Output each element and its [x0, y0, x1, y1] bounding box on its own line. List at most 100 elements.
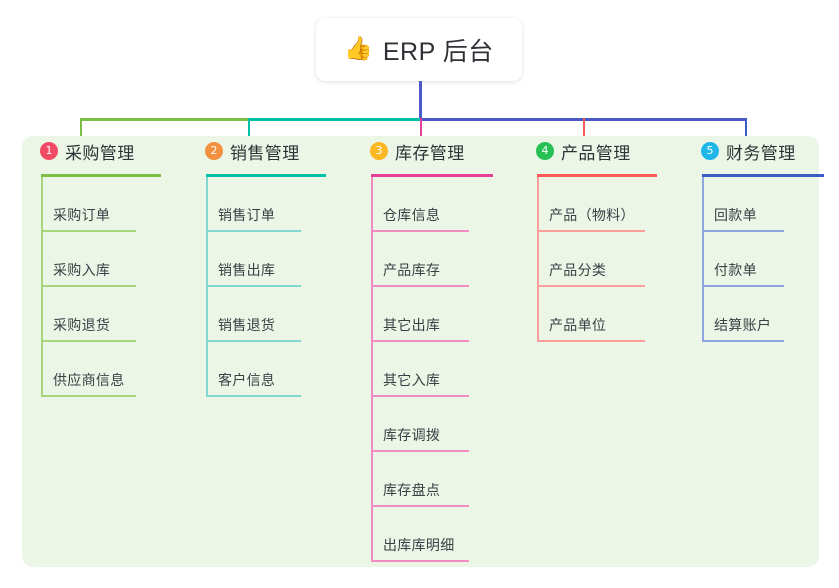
branch-header-1[interactable]: 1 采购管理	[22, 136, 185, 166]
branch-header-4[interactable]: 4 产品管理	[518, 136, 681, 166]
leaf-node[interactable]: 其它出库	[352, 287, 515, 342]
leaf-node[interactable]: 结算账户	[683, 287, 833, 342]
leaf-node-label: 付款单	[714, 262, 757, 278]
branch-header-5[interactable]: 5 财务管理	[683, 136, 833, 166]
leaf-node-label: 库存盘点	[383, 482, 441, 498]
leaf-node-label: 库存调拨	[383, 427, 441, 443]
leaf-node-underline	[371, 450, 469, 452]
branch-underline	[41, 174, 161, 177]
leaf-node-underline	[41, 340, 136, 342]
branch-trunk-line	[41, 177, 43, 397]
branch-title: 采购管理	[65, 143, 135, 163]
leaf-node-underline	[41, 395, 136, 397]
leaf-node-underline	[702, 285, 784, 287]
leaf-node-underline	[537, 340, 645, 342]
root-node-content: 👍 ERP 后台	[344, 32, 494, 68]
leaf-node-underline	[371, 340, 469, 342]
branch-title: 财务管理	[726, 143, 796, 163]
leaf-node-label: 采购入库	[53, 262, 111, 278]
leaf-node[interactable]: 付款单	[683, 232, 833, 287]
leaf-node[interactable]: 产品库存	[352, 232, 515, 287]
branch-column-3: 3 库存管理仓库信息产品库存其它出库其它入库库存调拨库存盘点出库库明细	[352, 136, 515, 562]
leaf-node[interactable]: 产品单位	[518, 287, 681, 342]
leaf-node[interactable]: 库存盘点	[352, 452, 515, 507]
leaf-node-label: 回款单	[714, 207, 757, 223]
branch-title: 销售管理	[230, 143, 300, 163]
leaf-node-label: 其它出库	[383, 317, 441, 333]
root-node-title: ERP 后台	[382, 37, 494, 66]
leaf-node[interactable]: 销售退货	[187, 287, 350, 342]
branch-number-badge: 1	[40, 142, 58, 160]
leaf-node-label: 客户信息	[218, 372, 276, 388]
leaf-node[interactable]: 回款单	[683, 177, 833, 232]
leaf-node-label: 产品分类	[549, 262, 607, 278]
leaf-node-underline	[41, 230, 136, 232]
branch-trunk-line	[537, 177, 539, 342]
branch-title: 产品管理	[561, 143, 631, 163]
leaf-node[interactable]: 采购订单	[22, 177, 185, 232]
branch-number-badge: 5	[701, 142, 719, 160]
branch-column-4: 4 产品管理产品（物料） 产品分类产品单位	[518, 136, 681, 342]
leaf-node-label: 销售退货	[218, 317, 276, 333]
leaf-node-underline	[206, 395, 301, 397]
leaf-node-label: 产品（物料）	[549, 207, 635, 223]
branch-children: 产品（物料） 产品分类产品单位	[518, 177, 681, 342]
branch-underline	[702, 174, 824, 177]
branch-column-2: 2 销售管理销售订单销售出库销售退货客户信息	[187, 136, 350, 397]
leaf-node-underline	[206, 340, 301, 342]
leaf-node[interactable]: 销售出库	[187, 232, 350, 287]
branch-children: 采购订单采购入库采购退货供应商信息	[22, 177, 185, 397]
branch-number-badge: 4	[536, 142, 554, 160]
branch-children: 销售订单销售出库销售退货客户信息	[187, 177, 350, 397]
leaf-node[interactable]: 其它入库	[352, 342, 515, 397]
branch-underline	[206, 174, 326, 177]
branch-header-2[interactable]: 2 销售管理	[187, 136, 350, 166]
leaf-node[interactable]: 采购退货	[22, 287, 185, 342]
branch-number-badge: 3	[370, 142, 388, 160]
connector-bus-segment	[80, 118, 248, 121]
leaf-node-label: 其它入库	[383, 372, 441, 388]
connector-bus-segment	[420, 118, 745, 121]
leaf-node[interactable]: 客户信息	[187, 342, 350, 397]
leaf-node-underline	[702, 230, 784, 232]
branch-underline	[537, 174, 657, 177]
thumbs-up-icon: 👍	[344, 36, 373, 62]
leaf-node-label: 销售出库	[218, 262, 276, 278]
leaf-node-underline	[702, 340, 784, 342]
leaf-node[interactable]: 采购入库	[22, 232, 185, 287]
leaf-node[interactable]: 仓库信息	[352, 177, 515, 232]
branch-number-badge: 2	[205, 142, 223, 160]
leaf-node[interactable]: 出库库明细	[352, 507, 515, 562]
leaf-node-label: 产品单位	[549, 317, 607, 333]
branch-title: 库存管理	[395, 143, 465, 163]
branch-children: 回款单付款单结算账户	[683, 177, 833, 342]
leaf-node[interactable]: 销售订单	[187, 177, 350, 232]
leaf-node-underline	[537, 285, 645, 287]
branch-underline	[371, 174, 493, 177]
leaf-node[interactable]: 供应商信息	[22, 342, 185, 397]
branch-children: 仓库信息产品库存其它出库其它入库库存调拨库存盘点出库库明细	[352, 177, 515, 562]
branch-trunk-line	[371, 177, 373, 562]
leaf-node-underline	[371, 505, 469, 507]
connector-bus-segment	[248, 118, 420, 121]
leaf-node[interactable]: 库存调拨	[352, 397, 515, 452]
branch-trunk-line	[702, 177, 704, 342]
leaf-node[interactable]: 产品（物料）	[518, 177, 681, 232]
leaf-node-underline	[41, 285, 136, 287]
leaf-node-label: 结算账户	[714, 317, 772, 333]
leaf-node-underline	[537, 230, 645, 232]
leaf-node-underline	[371, 230, 469, 232]
branch-column-5: 5 财务管理回款单付款单结算账户	[683, 136, 833, 342]
leaf-node-label: 供应商信息	[53, 372, 125, 388]
leaf-node-label: 仓库信息	[383, 207, 441, 223]
leaf-node-underline	[371, 560, 469, 562]
leaf-node-underline	[206, 285, 301, 287]
leaf-node-label: 出库库明细	[383, 537, 455, 553]
diagram-panel	[22, 136, 819, 567]
leaf-node-label: 采购订单	[53, 207, 111, 223]
branch-header-3[interactable]: 3 库存管理	[352, 136, 515, 166]
leaf-node[interactable]: 产品分类	[518, 232, 681, 287]
root-node[interactable]: 👍 ERP 后台	[316, 18, 522, 81]
leaf-node-label: 采购退货	[53, 317, 111, 333]
branch-column-1: 1 采购管理采购订单采购入库采购退货供应商信息	[22, 136, 185, 397]
